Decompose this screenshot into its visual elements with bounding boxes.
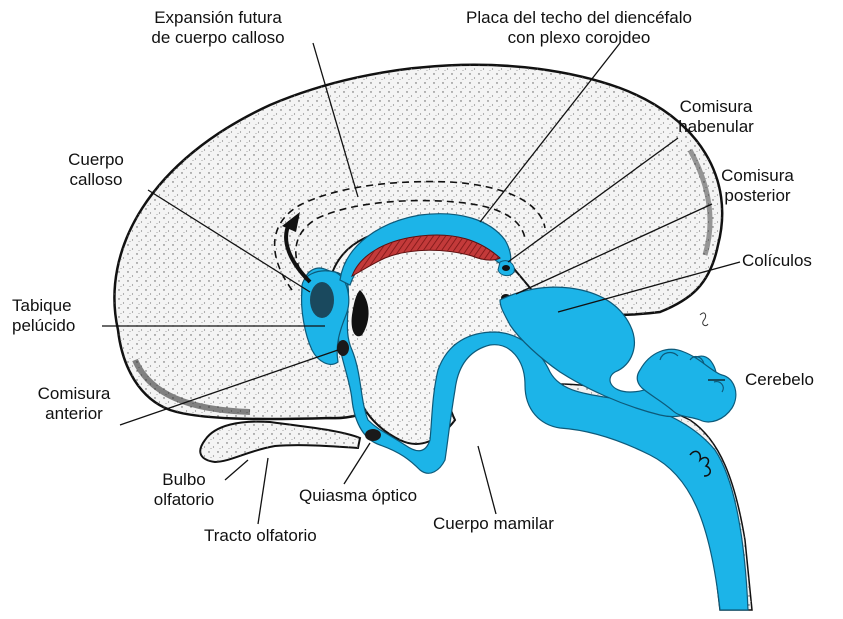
label-line: Comisura [25, 384, 123, 404]
septum-dark [310, 282, 334, 318]
label-colliculi: Colículos [742, 251, 812, 271]
label-optic-chiasm: Quiasma óptico [299, 486, 417, 506]
optic-chiasm-dot [365, 429, 381, 441]
label-line: calloso [42, 170, 150, 190]
label-olfactory-bulb: Bulbo olfatorio [140, 470, 228, 510]
habenular-commissure-dot [502, 265, 510, 271]
label-line: pelúcido [12, 316, 108, 336]
label-line: de cuerpo calloso [118, 28, 318, 48]
label-line: Expansión futura [118, 8, 318, 28]
label-cerebellum: Cerebelo [745, 370, 814, 390]
label-corpus-callosum-future: Expansión futura de cuerpo calloso [118, 8, 318, 48]
label-habenular-commissure: Comisura habenular [668, 97, 764, 137]
anterior-commissure-dot [337, 340, 349, 356]
label-line: con plexo coroideo [448, 28, 710, 48]
label-olfactory-tract: Tracto olfatorio [204, 526, 317, 546]
label-septum-pellucidum: Tabique pelúcido [12, 296, 108, 336]
label-line: Cuerpo [42, 150, 150, 170]
label-line: Placa del techo del diencéfalo [448, 8, 710, 28]
label-anterior-commissure: Comisura anterior [25, 384, 123, 424]
label-line: Tabique [12, 296, 108, 316]
label-line: Bulbo [140, 470, 228, 490]
label-mamillary-body: Cuerpo mamilar [433, 514, 554, 534]
label-corpus-callosum: Cuerpo calloso [42, 150, 150, 190]
label-line: anterior [25, 404, 123, 424]
label-line: habenular [668, 117, 764, 137]
label-line: posterior [705, 186, 810, 206]
label-roof-plate: Placa del techo del diencéfalo con plexo… [448, 8, 710, 48]
label-posterior-commissure: Comisura posterior [705, 166, 810, 206]
label-line: Comisura [668, 97, 764, 117]
label-line: Comisura [705, 166, 810, 186]
label-line: olfatorio [140, 490, 228, 510]
